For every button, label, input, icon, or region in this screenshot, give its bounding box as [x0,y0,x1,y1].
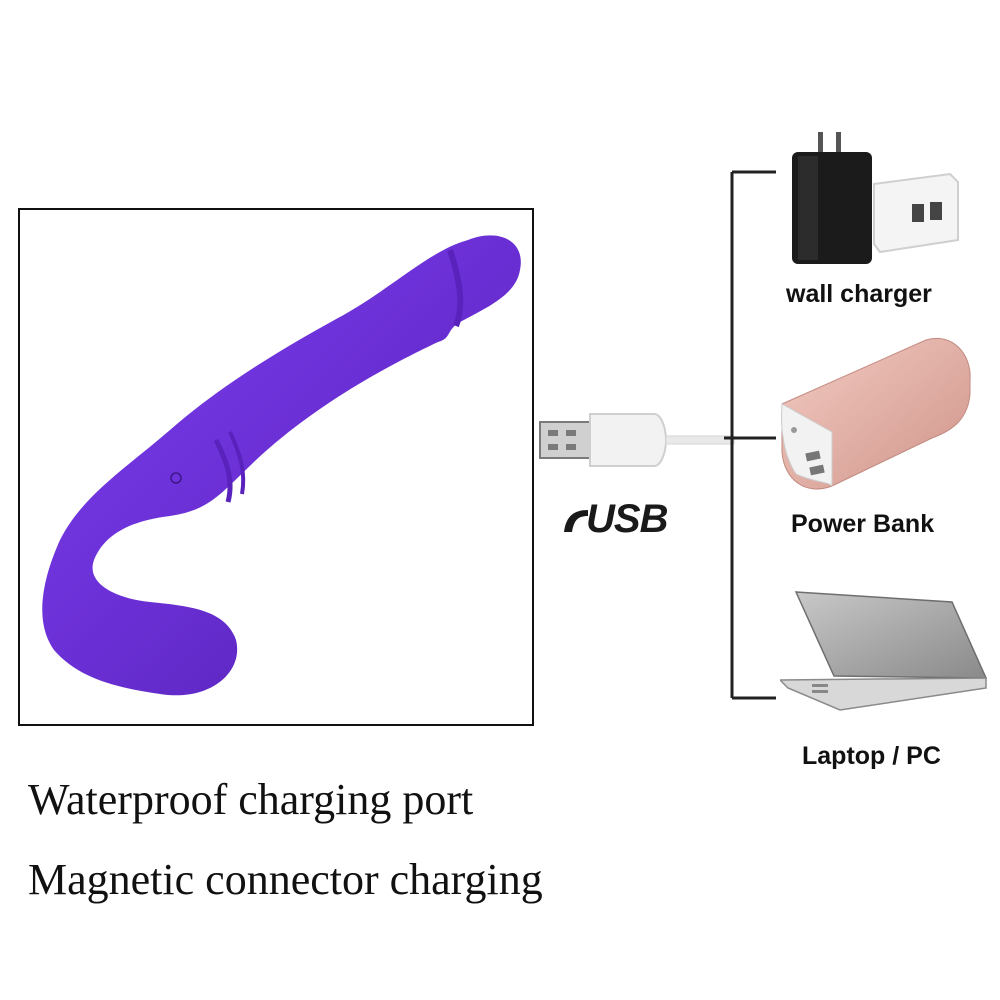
device-label-laptop: Laptop / PC [802,742,941,770]
power-bank-icon [781,337,971,490]
wall-charger-icon [792,132,959,264]
laptop-icon [780,591,988,711]
usb-cable-wire [665,435,735,445]
usb-logo: USB [586,497,668,541]
caption-waterproof-port: Waterproof charging port [28,775,474,824]
product-ridge [228,431,246,495]
usb-cable [539,413,735,467]
usb-plug-housing [589,413,668,467]
caption-magnetic-charging: Magnetic connector charging [28,855,543,904]
product-illustration [42,235,521,696]
power-button-icon [170,472,182,484]
product-body [42,235,521,696]
product-ridge [213,438,233,503]
usb-logo-swoosh-icon [564,510,588,532]
connection-bracket [724,170,776,700]
device-label-wall-charger: wall charger [786,280,932,308]
device-label-power-bank: Power Bank [791,510,935,538]
usb-plug-metal [539,421,591,459]
product-image-frame [18,208,534,726]
product-ridge [447,249,464,328]
